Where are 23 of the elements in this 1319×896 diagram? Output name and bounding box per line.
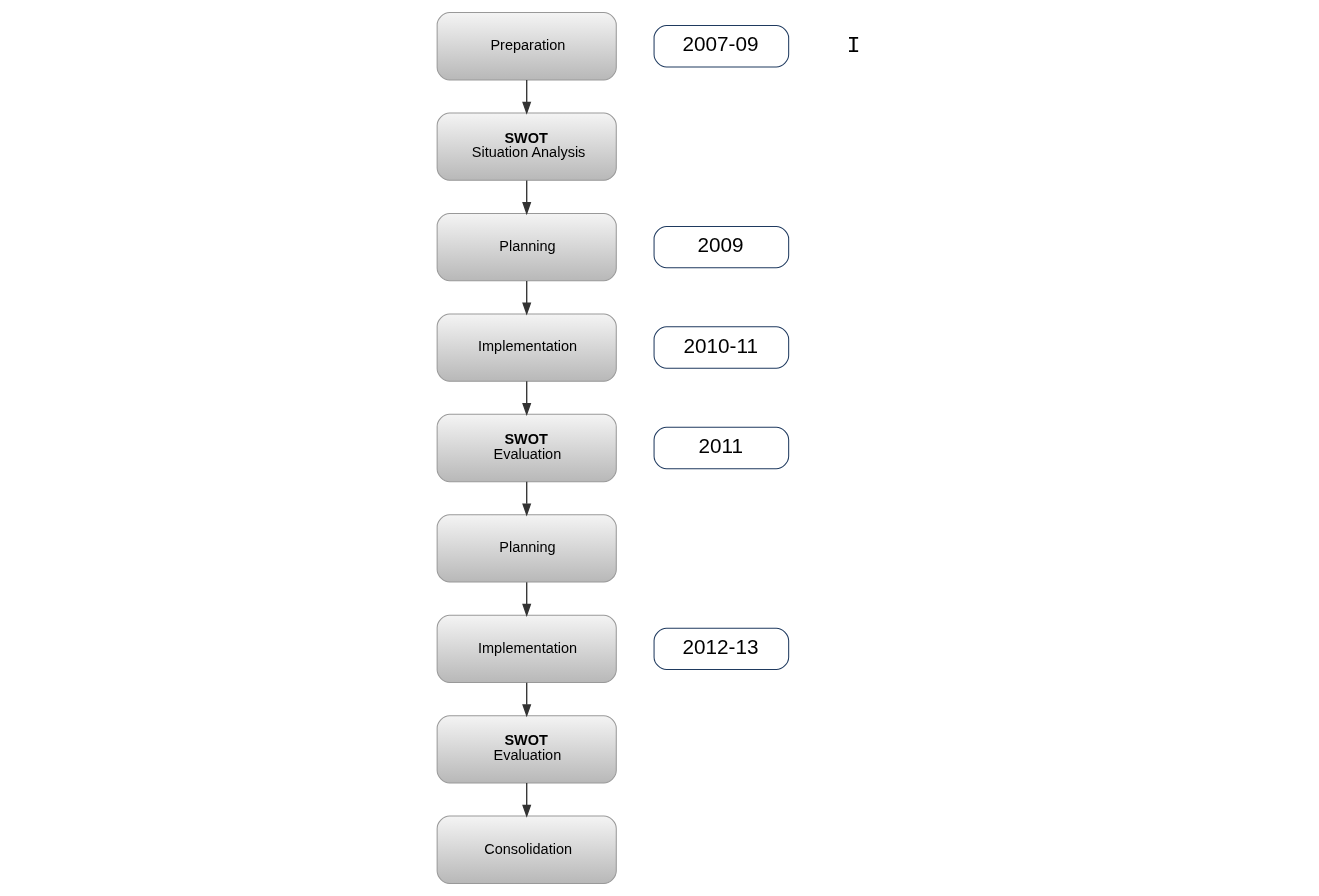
node-box: 2011: [653, 426, 790, 470]
node-box: Planning: [436, 514, 617, 583]
arrow: [522, 481, 532, 517]
node-box: SWOT Evaluation: [436, 413, 617, 483]
node-box: SWOT Situation Analysis: [436, 112, 617, 181]
arrow: [522, 581, 532, 617]
node-box: Implementation: [436, 614, 617, 684]
node-box: 2010-11: [653, 326, 790, 369]
node-box: Planning: [436, 212, 617, 282]
node-box: 2012-13: [653, 627, 790, 671]
arrow: [522, 79, 532, 115]
node-box: 2007-09: [653, 25, 790, 68]
arrow: [522, 380, 532, 417]
node-box: 2009: [653, 225, 790, 269]
node-box: Implementation: [436, 313, 617, 382]
label: I: [846, 33, 861, 60]
arrow: [522, 179, 532, 216]
node-box: Consolidation: [436, 815, 617, 884]
arrow: [522, 782, 532, 818]
node-box: Preparation: [436, 12, 617, 81]
node-box: SWOT Evaluation: [436, 715, 617, 784]
arrow: [522, 280, 532, 316]
arrow: [522, 682, 532, 718]
